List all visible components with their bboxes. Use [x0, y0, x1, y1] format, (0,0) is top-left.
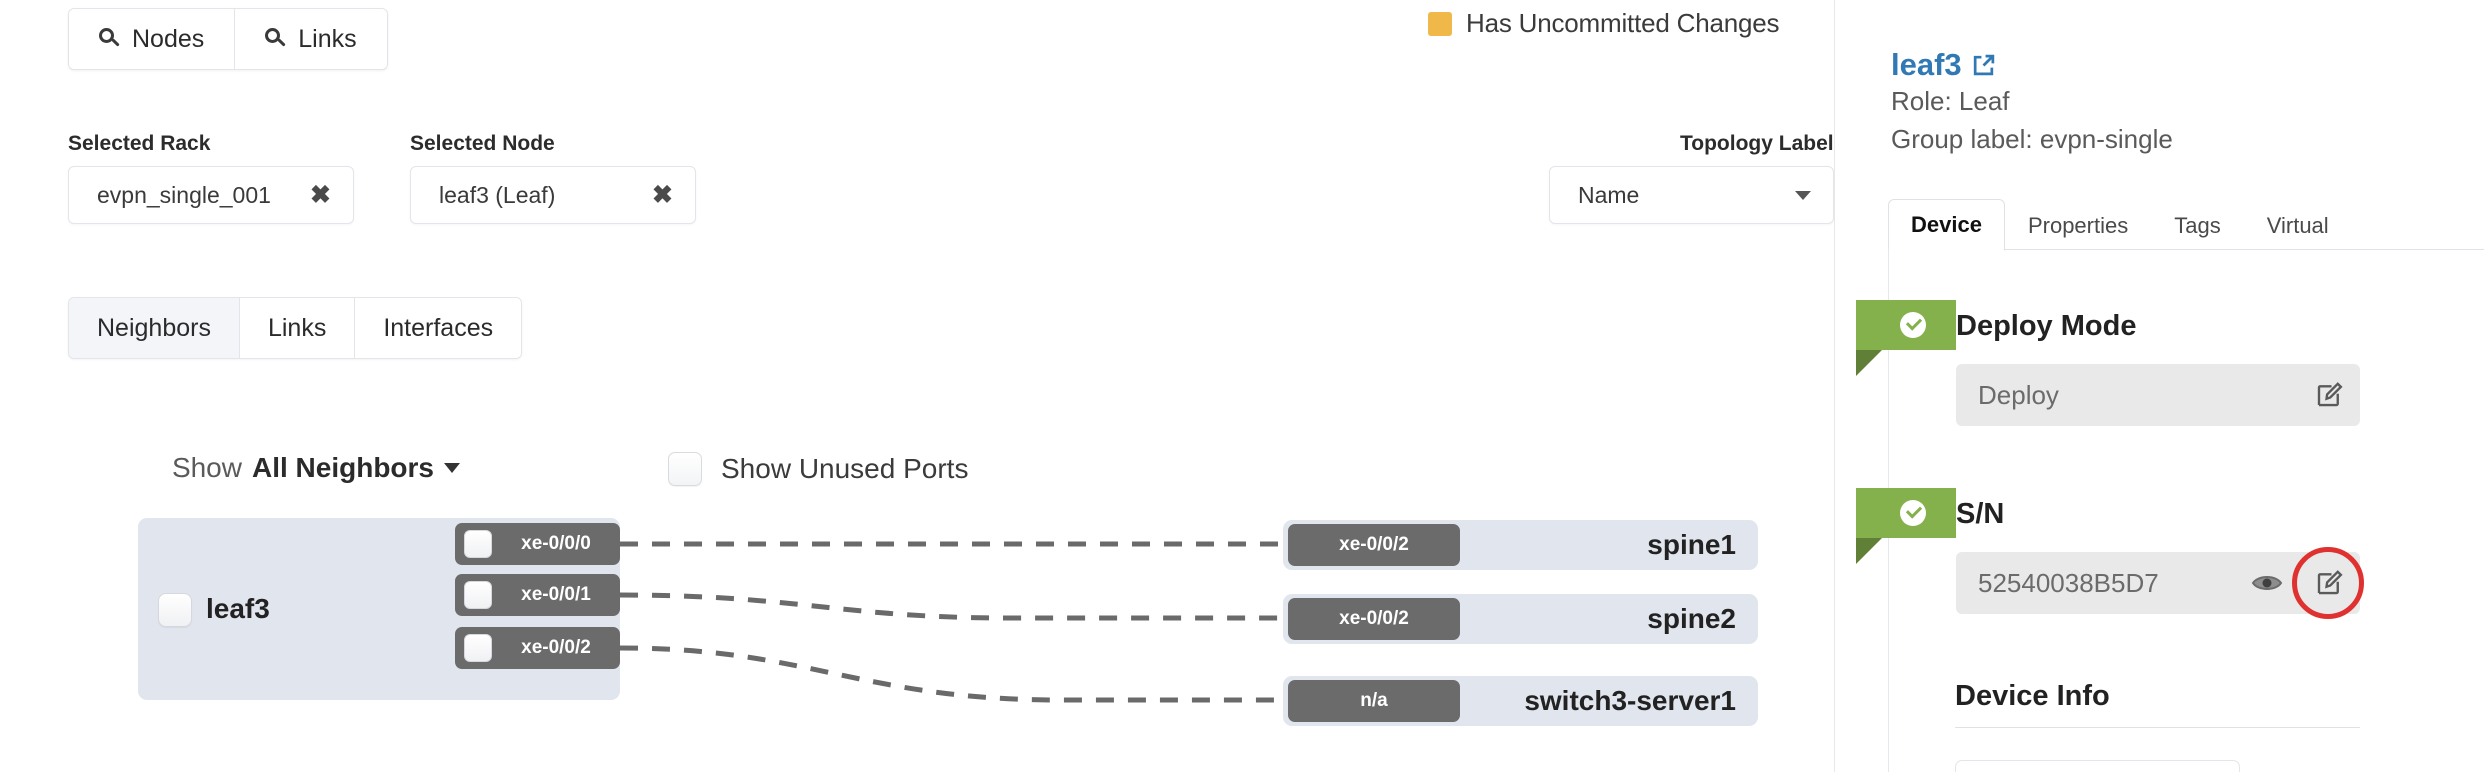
external-link-icon[interactable] — [1971, 53, 1996, 78]
deploy-mode-actions — [2298, 364, 2360, 426]
edit-icon[interactable] — [2298, 364, 2360, 426]
topology-graph: leaf3 xe-0/0/0 xe-0/0/1 xe-0/0/2 xe-0/0/… — [0, 500, 1834, 772]
serial-number-title: S/N — [1956, 498, 2005, 530]
eye-icon[interactable] — [2236, 552, 2298, 614]
topology-node-label: spine1 — [1647, 529, 1736, 560]
port-label: n/a — [1360, 690, 1388, 711]
port-status-chip — [464, 581, 492, 609]
show-unused-ports-checkbox[interactable] — [668, 452, 702, 486]
details-tabs-underline — [1888, 249, 2484, 250]
search-toggle-group: Nodes Links — [68, 8, 388, 70]
clear-icon[interactable]: ✖ — [652, 180, 673, 209]
deploy-mode-field[interactable]: Deploy — [1956, 364, 2360, 426]
link-line — [619, 592, 1283, 621]
search-nodes-label: Nodes — [132, 24, 205, 53]
link-line — [619, 645, 1283, 703]
serial-number-flag-fold — [1856, 538, 1882, 564]
port-label: xe-0/0/1 — [521, 584, 591, 605]
tab-properties[interactable]: Properties — [2027, 213, 2129, 238]
tab-neighbors[interactable]: Neighbors — [69, 298, 240, 358]
topology-node-label: leaf3 — [206, 593, 270, 624]
topology-links-layer — [619, 541, 1283, 703]
selected-node-select[interactable]: leaf3 (Leaf) ✖ — [410, 166, 696, 224]
topology-label-select[interactable]: Name — [1549, 166, 1834, 224]
selected-node-label: Selected Node — [410, 132, 555, 155]
show-neighbors-prefix: Show — [171, 452, 242, 483]
port-label: xe-0/0/2 — [1339, 608, 1409, 629]
neighbor-port-chip-spine1[interactable]: xe-0/0/2 — [1288, 524, 1460, 566]
device-info-title: Device Info — [1955, 680, 2110, 712]
tab-virtual[interactable]: Virtual — [2266, 213, 2329, 238]
details-node-title[interactable]: leaf3 — [1891, 47, 1962, 82]
legend-label: Has Uncommitted Changes — [1466, 8, 1780, 38]
show-neighbors-value: All Neighbors — [251, 452, 434, 483]
topology-label-value: Name — [1578, 181, 1640, 208]
port-chip-xe-0-0-2[interactable]: xe-0/0/2 — [455, 627, 620, 669]
tab-tags[interactable]: Tags — [2174, 213, 2221, 238]
deploy-mode-flag-fold — [1856, 350, 1882, 376]
search-links-button[interactable]: Links — [235, 9, 387, 69]
tab-links[interactable]: Links — [239, 298, 356, 358]
chevron-down-icon[interactable] — [444, 463, 460, 473]
node-status-chip — [158, 593, 192, 627]
topology-main-pane: Nodes Links Has Uncommitted Changes Sele… — [0, 8, 1834, 772]
serial-number-field[interactable]: 52540038B5D7 — [1956, 552, 2360, 614]
deploy-mode-value: Deploy — [1978, 379, 2059, 410]
clear-icon[interactable]: ✖ — [310, 180, 331, 209]
port-chip-xe-0-0-0[interactable]: xe-0/0/0 — [455, 523, 620, 565]
deploy-mode-title: Deploy Mode — [1956, 310, 2137, 342]
port-label: xe-0/0/2 — [1339, 534, 1409, 555]
port-label: xe-0/0/0 — [521, 533, 591, 554]
topology-node-switch3-server1[interactable]: n/a switch3-server1 — [1283, 676, 1758, 726]
show-unused-ports-label: Show Unused Ports — [721, 453, 969, 484]
neighbor-port-chip-switch3-server1[interactable]: n/a — [1288, 680, 1460, 722]
search-icon — [265, 28, 287, 50]
check-circle-icon — [1900, 500, 1926, 526]
selected-node-value: leaf3 (Leaf) — [439, 181, 556, 208]
search-icon — [99, 28, 121, 50]
selected-rack-label: Selected Rack — [68, 132, 211, 155]
edit-icon[interactable] — [2298, 552, 2360, 614]
neighbor-port-chip-spine2[interactable]: xe-0/0/2 — [1288, 598, 1460, 640]
port-chip-xe-0-0-1[interactable]: xe-0/0/1 — [455, 574, 620, 616]
show-neighbors-dropdown[interactable]: Show All Neighbors — [172, 452, 460, 484]
selected-rack-select[interactable]: evpn_single_001 ✖ — [68, 166, 354, 224]
port-status-chip — [464, 530, 492, 558]
view-tabs: Neighbors Links Interfaces — [68, 297, 523, 359]
topology-node-label: spine2 — [1647, 603, 1736, 634]
details-tabs: Device Properties Tags Virtual — [1888, 199, 2468, 251]
search-links-label: Links — [298, 24, 357, 53]
legend-uncommitted-changes: Has Uncommitted Changes — [1428, 8, 1780, 39]
topology-node-label: switch3-server1 — [1524, 685, 1736, 716]
serial-number-actions — [2236, 552, 2360, 614]
details-title-row: leaf3 — [1891, 47, 1996, 83]
topology-node-spine1[interactable]: xe-0/0/2 spine1 — [1283, 520, 1758, 570]
node-details-panel: leaf3 Role: Leaf Group label: evpn-singl… — [1834, 0, 2484, 772]
tab-device[interactable]: Device — [1888, 199, 2005, 251]
topology-node-spine2[interactable]: xe-0/0/2 spine2 — [1283, 594, 1758, 644]
device-info-divider — [1955, 727, 2360, 728]
search-nodes-button[interactable]: Nodes — [69, 9, 236, 69]
serial-number-value: 52540038B5D7 — [1978, 567, 2159, 598]
port-status-chip — [464, 634, 492, 662]
port-label: xe-0/0/2 — [521, 637, 591, 658]
device-info-card[interactable] — [1955, 760, 2240, 772]
serial-number-status-flag — [1856, 488, 1956, 538]
deploy-mode-status-flag — [1856, 300, 1956, 350]
details-role-line: Role: Leaf — [1891, 86, 2010, 116]
tab-interfaces[interactable]: Interfaces — [355, 298, 522, 358]
show-unused-ports-control[interactable]: Show Unused Ports — [668, 452, 968, 486]
topology-label-label: Topology Label — [1680, 132, 1834, 155]
check-circle-icon — [1900, 312, 1926, 338]
selected-rack-value: evpn_single_001 — [97, 181, 271, 208]
uncommitted-changes-swatch — [1428, 11, 1452, 36]
details-group-line: Group label: evpn-single — [1891, 124, 2173, 154]
chevron-down-icon[interactable] — [1795, 190, 1811, 200]
